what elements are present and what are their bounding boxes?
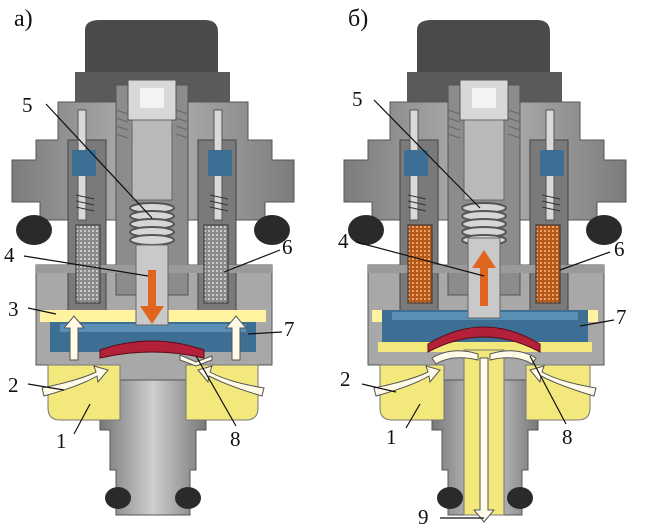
air-chamber-a-left xyxy=(47,364,121,421)
diaphragm-a xyxy=(99,340,205,359)
callout-b-7: 7 xyxy=(616,305,627,329)
callout-a-7: 7 xyxy=(284,317,295,341)
callout-b-2: 2 xyxy=(340,367,351,391)
callout-b-9: 9 xyxy=(418,505,429,529)
callout-a-1: 1 xyxy=(56,429,67,453)
valve-b xyxy=(343,19,627,523)
callout-a-6: 6 xyxy=(282,235,293,259)
callout-a-4: 4 xyxy=(4,243,15,267)
callout-a-2: 2 xyxy=(8,373,19,397)
callout-b-6: 6 xyxy=(614,237,625,261)
panel-b: б) xyxy=(338,6,627,529)
callout-b-5: 5 xyxy=(352,87,363,111)
coil-a-right xyxy=(203,224,229,304)
callout-b-1: 1 xyxy=(386,425,397,449)
air-chamber-a-right xyxy=(185,364,259,421)
callout-b-8: 8 xyxy=(562,425,573,449)
coil-a-left xyxy=(75,224,101,304)
air-flow-arrow-icon xyxy=(41,315,265,397)
panel-b-label: б) xyxy=(348,6,368,32)
callout-b-4: 4 xyxy=(338,229,349,253)
air-flow-arrow-icon xyxy=(373,350,597,523)
air-chamber-b-left xyxy=(379,364,445,421)
panel-a-label: а) xyxy=(14,6,33,32)
callout-a-8: 8 xyxy=(230,427,241,451)
callouts-b: 5 4 6 7 2 1 8 9 xyxy=(338,87,627,529)
orange-flow-arrow-down-icon xyxy=(140,270,164,324)
valve-a xyxy=(11,19,295,516)
callout-a-3: 3 xyxy=(8,297,19,321)
callout-a-5: 5 xyxy=(22,93,33,117)
coil-b-left xyxy=(407,224,433,304)
diaphragm-b xyxy=(427,326,541,353)
callouts-a: 5 4 3 6 7 2 1 8 xyxy=(4,93,295,453)
orange-flow-arrow-up-icon xyxy=(472,250,496,306)
coil-b-right xyxy=(535,224,561,304)
panel-a: а) xyxy=(4,6,295,516)
